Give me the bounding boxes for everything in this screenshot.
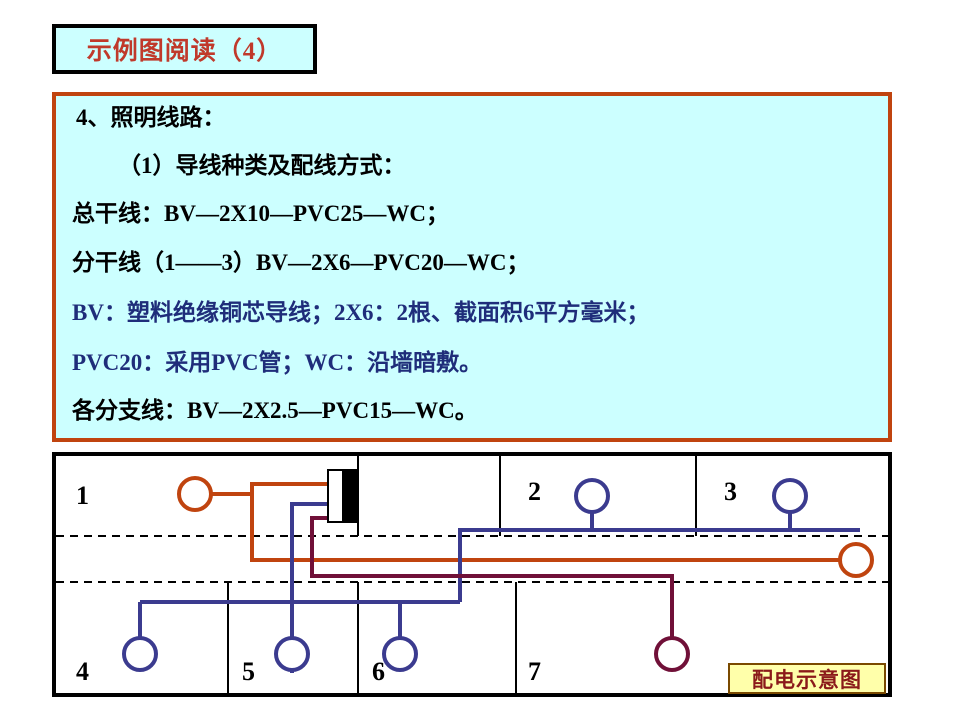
room-label-7: 7 — [528, 657, 541, 686]
lamp-room-2 — [574, 478, 610, 514]
lamp-room-6 — [382, 636, 418, 672]
lighting-circuit-text-panel: 4、照明线路： （1）导线种类及配线方式： 总干线：BV—2X10—PVC25—… — [52, 92, 892, 442]
text-line-subheading: （1）导线种类及配线方式： — [118, 153, 406, 178]
text-line-pvc-note: PVC20：采用PVC管；WC：沿墙暗敷。 — [72, 350, 483, 375]
text-line-heading: 4、照明线路： — [76, 105, 226, 130]
text-line-branch-feed: 分干线（1——3）BV—2X6—PVC20—WC； — [72, 250, 530, 275]
slide-title-box: 示例图阅读（4） — [52, 24, 317, 74]
room-label-2: 2 — [528, 477, 541, 506]
room-label-6: 6 — [372, 657, 385, 686]
slide-title-text: 示例图阅读（4） — [86, 38, 283, 65]
lamp-room-5 — [274, 636, 310, 672]
text-line-bv-note: BV：塑料绝缘铜芯导线；2X6：2根、截面积6平方毫米； — [72, 300, 650, 325]
room-label-5: 5 — [242, 657, 255, 686]
text-line-main-feed: 总干线：BV—2X10—PVC25—WC； — [72, 201, 449, 226]
room-label-1: 1 — [76, 481, 89, 510]
diagram-caption-text: 配电示意图 — [752, 667, 862, 692]
room-label-3: 3 — [724, 477, 737, 506]
lamp-room-7 — [654, 636, 690, 672]
lamp-room-3 — [772, 478, 808, 514]
distribution-diagram: 1 2 3 4 5 6 7 — [52, 452, 892, 697]
room-label-4: 4 — [76, 657, 89, 686]
wire-orange-corridor-run — [250, 494, 840, 562]
lamp-room-4 — [122, 636, 158, 672]
lamp-room-1 — [177, 476, 213, 512]
text-line-sub-branch: 各分支线：BV—2X2.5—PVC15—WC。 — [72, 398, 478, 423]
wire-maroon-room7-run — [310, 516, 674, 638]
wire-orange-to-board — [250, 482, 334, 494]
diagram-caption-box: 配电示意图 — [728, 663, 886, 694]
distribution-board-fill — [342, 469, 359, 523]
lamp-corridor — [838, 542, 874, 578]
distribution-diagram-svg: 1 2 3 4 5 6 7 — [52, 452, 892, 697]
